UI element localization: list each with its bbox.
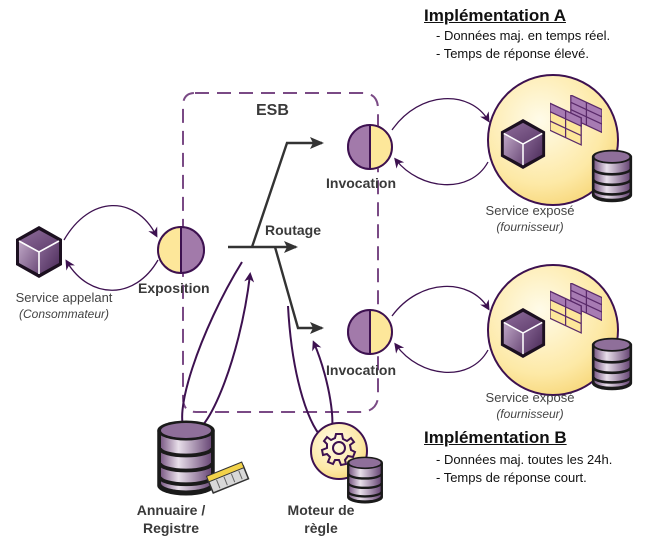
invoke-a-response-arrow xyxy=(394,157,489,186)
esb-label: ESB xyxy=(256,102,289,119)
response-arrow xyxy=(65,259,159,291)
implementation-b-title: Implémentation B xyxy=(424,428,567,447)
implementation-a-line-1: - Données maj. en temps réel. xyxy=(436,28,611,43)
registry-label-line-2: Registre xyxy=(142,520,200,536)
provider-b-title: Service exposé xyxy=(485,390,575,405)
provider-a-subtitle: (fournisseur) xyxy=(496,220,564,234)
consumer-title: Service appelant xyxy=(15,290,113,305)
invocation-a-endpoint-icon xyxy=(347,124,393,170)
implementation-a-line-2: - Temps de réponse élevé. xyxy=(436,46,589,61)
implementation-a-title: Implémentation A xyxy=(424,6,566,25)
provider-a-icon xyxy=(487,74,634,206)
invocation-a-label: Invocation xyxy=(326,175,397,191)
provider-a-title: Service exposé xyxy=(485,203,575,218)
consumer-cube-icon xyxy=(15,225,63,279)
registry-label-line-1: Annuaire / xyxy=(136,502,206,518)
provider-b-icon xyxy=(487,264,634,396)
exposition-endpoint-icon xyxy=(157,226,205,274)
invoke-b-response-arrow xyxy=(394,342,489,373)
esb-boundary xyxy=(182,92,379,413)
gear-icon xyxy=(320,433,357,467)
routing-arrows xyxy=(228,137,324,334)
implementation-b-line-1: - Données maj. toutes les 24h. xyxy=(436,452,613,467)
implementation-b-line-2: - Temps de réponse court. xyxy=(436,470,587,485)
invocation-b-endpoint-icon xyxy=(347,309,393,355)
invocation-b-label: Invocation xyxy=(326,362,397,378)
invoke-b-request-arrow xyxy=(391,285,490,317)
exposition-label: Exposition xyxy=(138,280,210,296)
registry-database-icon xyxy=(155,418,250,498)
invoke-a-request-arrow xyxy=(391,98,490,131)
rules-engine-label-line-2: règle xyxy=(304,520,338,536)
request-arrow xyxy=(63,204,158,241)
routing-label: Routage xyxy=(265,222,321,238)
rules-engine-icon xyxy=(310,422,385,505)
rules-engine-label-line-1: Moteur de xyxy=(287,502,355,518)
provider-b-subtitle: (fournisseur) xyxy=(496,407,564,421)
consumer-subtitle: (Consommateur) xyxy=(18,307,110,321)
